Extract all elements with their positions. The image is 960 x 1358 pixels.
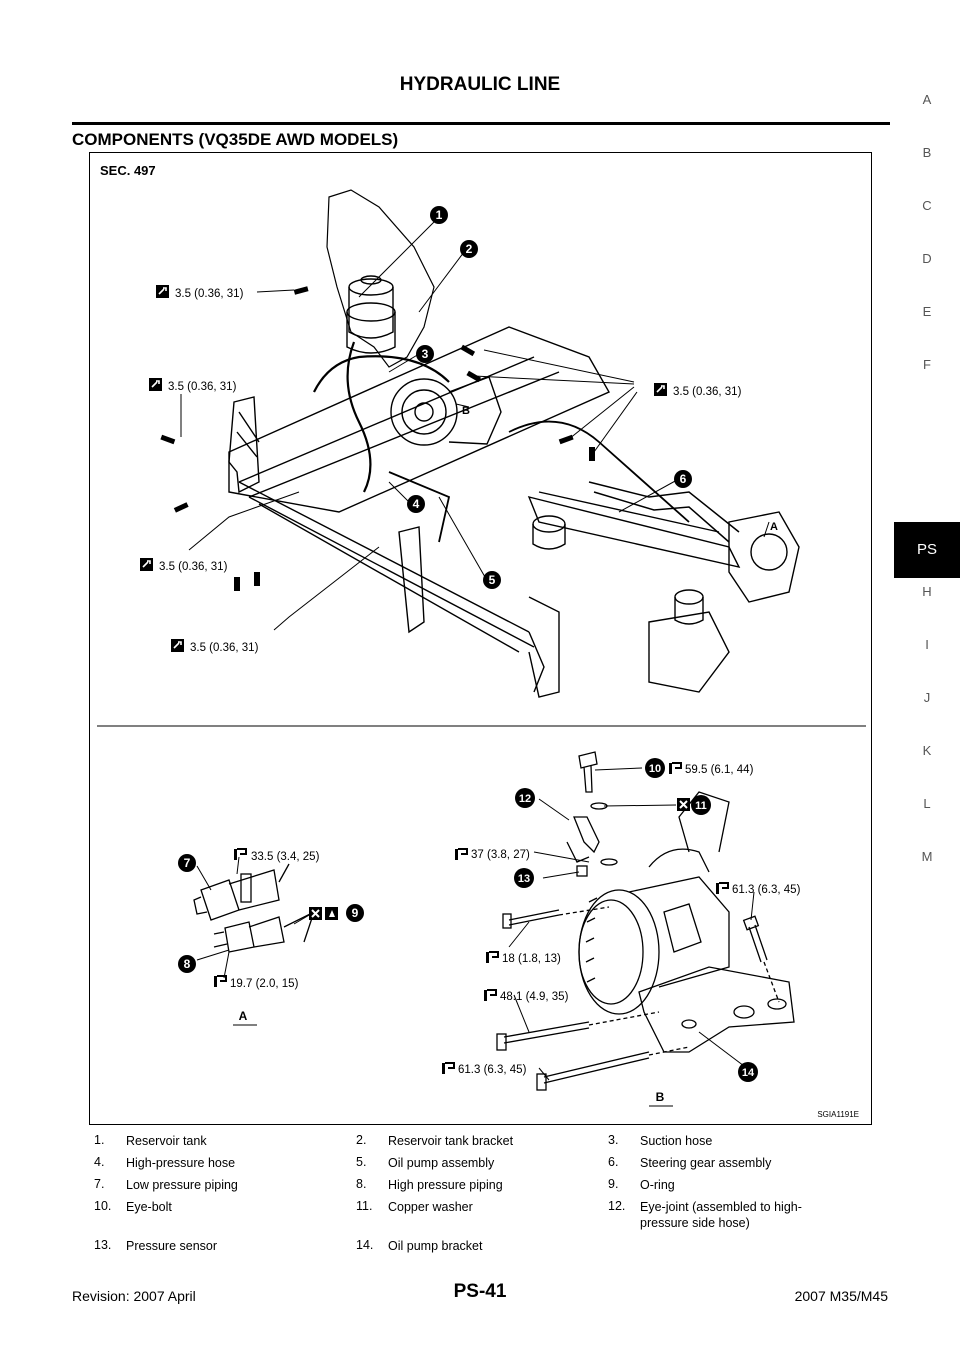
footer-model: 2007 M35/M45 <box>794 1288 888 1304</box>
mark-a: A <box>770 521 778 533</box>
view-b-label: B <box>656 1090 665 1104</box>
leader-lines-upper <box>180 221 770 631</box>
svg-text:3: 3 <box>422 347 429 361</box>
mark-b: B <box>462 405 470 417</box>
callout-4: 4 <box>407 495 425 513</box>
components-diagram: SEC. 497 <box>97 163 866 1119</box>
tab-b[interactable]: B <box>922 145 932 160</box>
callouts-view-b: 10 11 12 13 14 <box>514 758 758 1082</box>
tab-a[interactable]: A <box>922 92 932 107</box>
view-a-illustration <box>193 863 316 953</box>
tab-j[interactable]: J <box>923 690 931 705</box>
callout-13: 13 <box>514 868 534 888</box>
header-rule <box>72 122 890 125</box>
callout-6: 6 <box>674 470 692 488</box>
tab-d[interactable]: D <box>922 251 932 266</box>
torque-label-t2: 3.5 (0.36, 31) <box>168 381 237 393</box>
callout-9: 9 <box>346 904 364 922</box>
upper-illustration <box>228 189 800 698</box>
torque-labels-view-b: 59.5 (6.1, 44) 37 (3.8, 27) 61.3 (6.3, 4… <box>441 762 801 1076</box>
torque-label-t4: 3.5 (0.36, 31) <box>159 561 228 573</box>
tab-l[interactable]: L <box>923 796 931 811</box>
torque-labels-upper: 3.5 (0.36, 31) 3.5 (0.36, 31) 3.5 (0.36,… <box>139 284 742 654</box>
tab-c[interactable]: C <box>922 198 932 213</box>
section-title: COMPONENTS (VQ35DE AWD MODELS) <box>72 130 399 149</box>
tab-h[interactable]: H <box>922 584 932 599</box>
callout-5: 5 <box>483 571 501 589</box>
replace-icon <box>309 907 322 920</box>
torque-label-t13: 61.3 (6.3, 45) <box>458 1064 527 1076</box>
torque-label-t1: 3.5 (0.36, 31) <box>175 288 244 300</box>
svg-text:2: 2 <box>466 242 473 256</box>
svg-text:5: 5 <box>489 573 496 587</box>
torque-label-t9: 61.3 (6.3, 45) <box>732 884 801 896</box>
torque-label-t5: 3.5 (0.36, 31) <box>190 642 259 654</box>
svg-text:4: 4 <box>413 497 420 511</box>
figure-frame <box>89 152 872 1125</box>
svg-text:13: 13 <box>518 873 530 885</box>
torque-label-t11: 19.7 (2.0, 15) <box>230 978 299 990</box>
callout-7: 7 <box>178 854 196 872</box>
tab-k[interactable]: K <box>922 743 932 758</box>
callouts-view-a: 7 8 9 <box>178 854 364 973</box>
view-b-illustration <box>496 751 795 1091</box>
svg-text:1: 1 <box>436 208 443 222</box>
view-a-label: A <box>239 1009 248 1023</box>
leader-lines-view-b <box>508 767 755 1081</box>
torque-label-t12: 48.1 (4.9, 35) <box>500 991 569 1003</box>
torque-label-t8: 37 (3.8, 27) <box>471 849 530 861</box>
svg-text:11: 11 <box>695 800 707 812</box>
callout-2: 2 <box>460 240 478 258</box>
page-header-title: HYDRAULIC LINE <box>399 74 561 95</box>
callout-1: 1 <box>430 206 448 224</box>
torque-label-t6: 59.5 (6.1, 44) <box>685 764 754 776</box>
svg-text:7: 7 <box>184 856 191 870</box>
tab-f[interactable]: F <box>923 357 931 372</box>
callout-10: 10 <box>645 758 665 778</box>
callout-8: 8 <box>178 955 196 973</box>
tab-e[interactable]: E <box>922 304 932 319</box>
callout-3: 3 <box>416 345 434 363</box>
svg-text:8: 8 <box>184 957 191 971</box>
callout-14: 14 <box>738 1062 758 1082</box>
figure-code: SGIA1191E <box>817 1110 859 1119</box>
svg-text:9: 9 <box>352 906 359 920</box>
torque-labels-view-a: 33.5 (3.4, 25) 19.7 (2.0, 15) <box>213 848 338 990</box>
sec-label: SEC. 497 <box>100 163 156 178</box>
torque-label-t10: 18 (1.8, 13) <box>502 953 561 965</box>
svg-text:6: 6 <box>680 472 687 486</box>
bolts-upper <box>160 286 595 591</box>
footer-revision: Revision: 2007 April <box>72 1288 196 1304</box>
tab-ps[interactable]: PS <box>894 522 960 578</box>
replace-icon-11 <box>677 798 690 811</box>
leader-lines-view-a <box>196 856 312 979</box>
tab-m[interactable]: M <box>921 849 933 864</box>
callout-11: 11 <box>691 795 711 815</box>
svg-text:14: 14 <box>742 1067 755 1079</box>
svg-text:12: 12 <box>519 793 531 805</box>
grease-icon <box>325 907 338 920</box>
torque-label-t3: 3.5 (0.36, 31) <box>673 386 742 398</box>
torque-label-t7: 33.5 (3.4, 25) <box>251 851 320 863</box>
svg-text:10: 10 <box>649 763 661 775</box>
callout-12: 12 <box>515 788 535 808</box>
tab-i[interactable]: I <box>925 637 929 652</box>
callouts-upper: 1 2 3 4 5 6 <box>407 206 692 589</box>
footer-page-number: PS-41 <box>453 1281 507 1302</box>
